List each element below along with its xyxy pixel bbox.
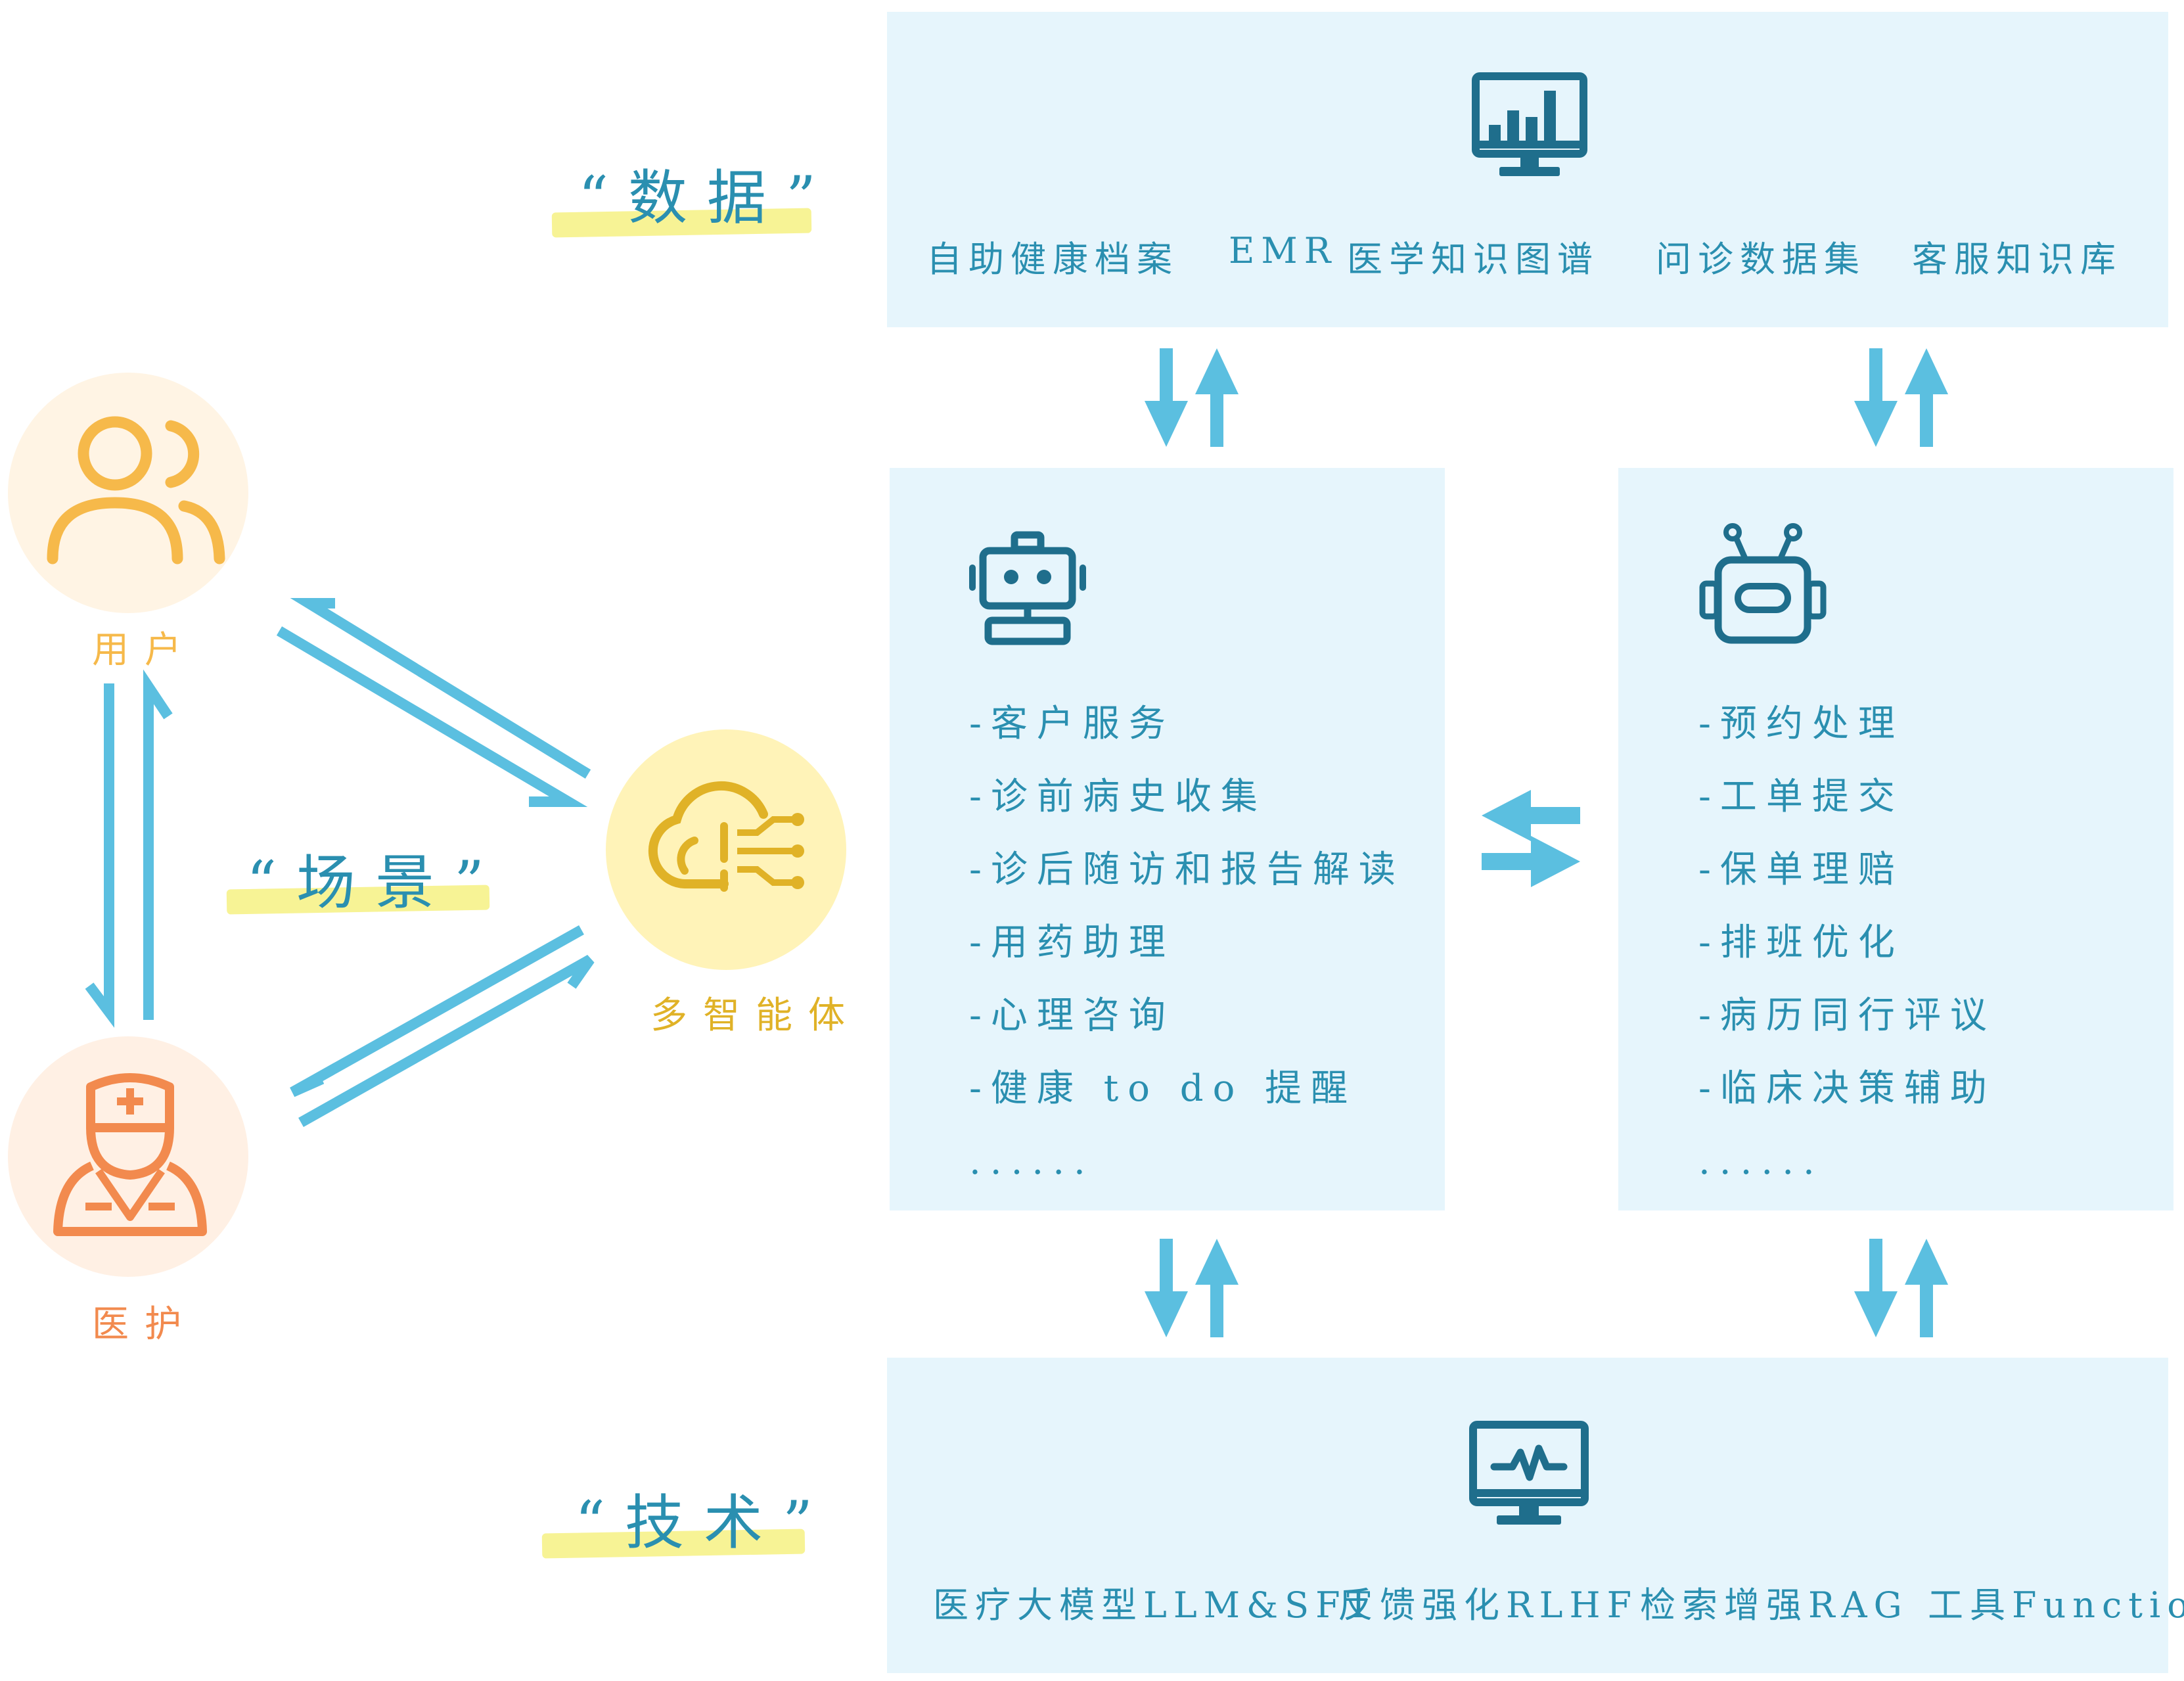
task-more: ...... (1698, 1140, 1824, 1183)
task-pre-consult-history: -诊前病史收集 (969, 775, 1267, 818)
data-item-emr: EMR (1229, 230, 1338, 271)
task-medication-assistant: -用药助理 (969, 921, 1175, 964)
data-label: “数据” (578, 164, 836, 233)
data-item-health-record: 自助健康档案 (926, 239, 1179, 280)
tech-item-function: 工具Function (1928, 1584, 2184, 1626)
data-item-knowledge-graph: 医学知识图谱 (1347, 239, 1599, 280)
data-item-consult-dataset: 问诊数据集 (1656, 239, 1866, 280)
arrow-pair-agents (1482, 790, 1580, 887)
agent-right-task-list: -预约处理 -工单提交 -保单理赔 -排班优化 -病历同行评议 -临床决策辅助 … (1698, 687, 1996, 1198)
arrow-agent-to-user (290, 598, 591, 779)
arrow-pair-right-tech (1854, 1239, 1948, 1337)
task-clinical-decision: -临床决策辅助 (1698, 1067, 1996, 1110)
users-icon (47, 416, 225, 564)
task-customer-service: -客户服务 (969, 702, 1175, 745)
bar-chart-monitor-icon (1472, 72, 1587, 176)
arrow-nurse-to-agent (298, 955, 595, 1127)
task-mental-counseling: -心理咨询 (969, 994, 1175, 1037)
robot-antenna-icon (1699, 523, 1827, 644)
nurse-label: 医护 (92, 1303, 197, 1346)
task-post-consult-followup: -诊后随访和报告解读 (969, 848, 1405, 891)
arrow-user-to-nurse (85, 683, 114, 1028)
tech-label: “技术” (575, 1488, 833, 1557)
arrow-agent-to-nurse (290, 925, 584, 1097)
tech-item-rag: 检索增强RAG (1640, 1584, 1909, 1626)
tech-item-medical-llm: 医疗大模型LLM&SFT (933, 1584, 1377, 1626)
arrow-pair-data-right (1854, 348, 1948, 447)
user-label: 用户 (92, 629, 197, 672)
pulse-monitor-icon (1469, 1421, 1589, 1525)
arrow-pair-data-left (1145, 348, 1239, 447)
arrow-user-to-agent (276, 626, 588, 807)
task-insurance-claim: -保单理赔 (1698, 848, 1904, 891)
task-health-todo-reminder: -健康 to do 提醒 (969, 1067, 1357, 1110)
task-shift-optimization: -排班优化 (1698, 921, 1904, 964)
task-ticket-submit: -工单提交 (1698, 775, 1904, 818)
data-item-service-kb: 客服知识库 (1912, 239, 2122, 280)
arrow-nurse-to-user (143, 669, 173, 1020)
agent-panel-right (1618, 468, 2173, 1210)
tech-item-rlhf: 反馈强化RLHF (1338, 1584, 1639, 1626)
doctor-icon (53, 1073, 207, 1236)
task-peer-review: -病历同行评议 (1698, 994, 1996, 1037)
task-more: ...... (969, 1140, 1095, 1183)
user-node (8, 373, 248, 613)
robot-icon (969, 531, 1086, 645)
agent-left-task-list: -客户服务 -诊前病史收集 -诊后随访和报告解读 -用药助理 -心理咨询 -健康… (969, 687, 1405, 1198)
arrow-pair-left-tech (1145, 1239, 1239, 1337)
scene-label: “场景” (246, 848, 505, 917)
agent-label: 多智能体 (650, 994, 861, 1037)
cloud-circuit-icon (648, 781, 804, 892)
task-appointment: -预约处理 (1698, 702, 1904, 745)
